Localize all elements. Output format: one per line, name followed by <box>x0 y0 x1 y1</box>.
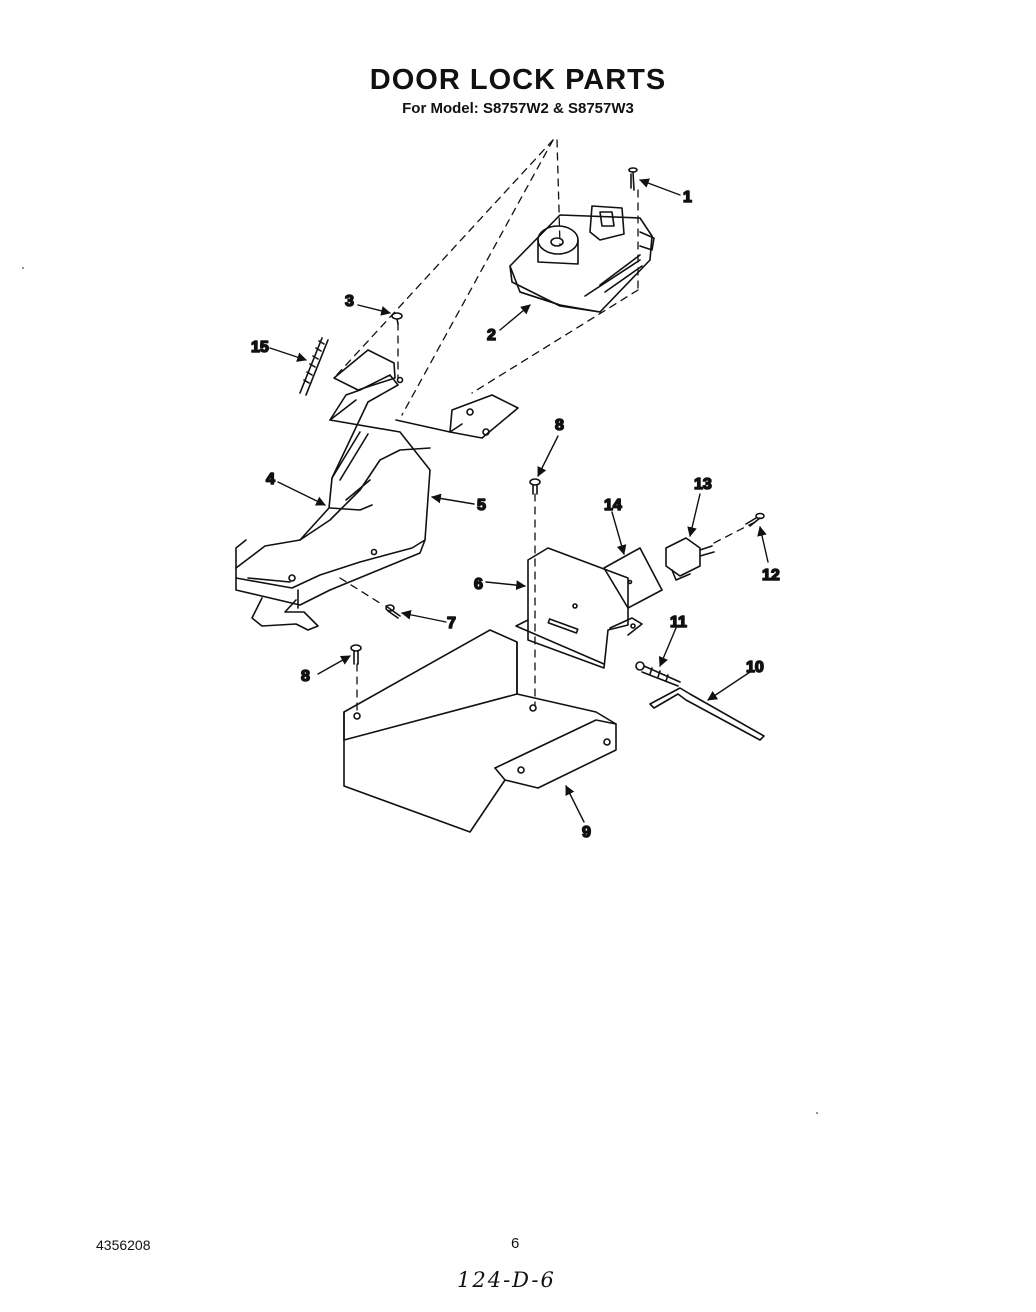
callout-label: 15 <box>251 339 269 356</box>
part-15-spring-icon <box>299 337 329 396</box>
callout-label: 4 <box>266 471 275 488</box>
callout-label: 2 <box>487 327 496 344</box>
callout-label: 1 <box>683 189 692 206</box>
part-11-spring-icon <box>635 661 681 687</box>
scan-speck <box>816 1112 818 1114</box>
handwritten-code: 124-D-6 <box>457 1268 556 1292</box>
callout-label: 8 <box>301 668 310 685</box>
part-8-upper-screw-icon <box>529 478 541 495</box>
document-part-number: 4356208 <box>96 1237 151 1253</box>
callout-label: 13 <box>694 476 712 493</box>
part-12-screw-icon <box>745 512 765 527</box>
page-title: DOOR LOCK PARTS <box>369 64 667 96</box>
callout-label: 12 <box>762 567 780 584</box>
callout-label: 14 <box>604 497 622 514</box>
leader-arrows <box>269 178 769 823</box>
part-6-bracket-icon <box>515 547 643 669</box>
scan-speck <box>22 267 24 269</box>
part-3-screw-icon <box>391 312 403 325</box>
callout-label: 8 <box>555 417 564 434</box>
callout-label: 3 <box>345 293 354 310</box>
part-9-tray-icon <box>343 629 617 833</box>
page-number: 6 <box>511 1235 520 1252</box>
callout-label: 6 <box>474 576 483 593</box>
model-subtitle: For Model: S8757W2 & S8757W3 <box>402 100 634 117</box>
part-8-lower-screw-icon <box>350 644 362 665</box>
callout-label: 7 <box>447 615 456 632</box>
part-13-switch-icon <box>665 537 715 581</box>
part-7-screw-icon <box>385 604 401 619</box>
part-1-screw-icon <box>628 167 638 191</box>
part-4-5-bracket-icon <box>235 349 519 631</box>
part-2-lock-motor-icon <box>509 205 655 313</box>
alignment-lines <box>333 139 756 716</box>
callout-label: 9 <box>582 824 591 841</box>
callout-label: 11 <box>670 614 687 631</box>
part-14-insulator-icon <box>603 547 663 609</box>
callout-label: 5 <box>477 497 486 514</box>
callout-label: 10 <box>746 659 764 676</box>
part-10-rod-icon <box>649 687 765 741</box>
